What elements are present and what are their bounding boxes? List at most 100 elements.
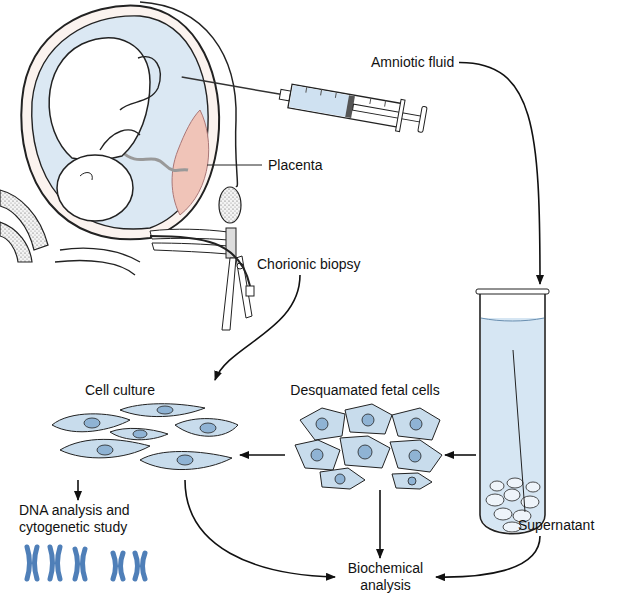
desquamated-cells: [316, 418, 328, 430]
syringe: [418, 106, 427, 132]
flow-arrow: [185, 480, 335, 577]
test-tube: [504, 489, 520, 501]
part-label: Placenta: [266, 157, 324, 174]
speculum: [222, 258, 236, 330]
desquamated-cells: [300, 408, 345, 440]
test-tube: [476, 289, 549, 534]
cultured-cells: [97, 445, 113, 455]
chromosomes: [135, 553, 145, 579]
cell-group: Desquamated fetal cells: [285, 380, 445, 490]
uterus: [32, 16, 208, 229]
desquamated-cells: [345, 404, 392, 434]
uterus: [172, 110, 209, 215]
test-tube: [480, 292, 545, 534]
cultured-cells: [120, 404, 205, 417]
pelvic-anatomy: [0, 222, 32, 262]
desquamated-cells: [392, 473, 432, 489]
desquamated-cells: [410, 418, 422, 430]
test-tube: [507, 478, 523, 488]
syringe: [370, 98, 371, 104]
uterus: [21, 6, 219, 240]
fetus: [80, 173, 92, 180]
chromosomes: [27, 547, 145, 579]
cultured-cells: [84, 418, 100, 428]
node-label: Chorionic biopsy: [257, 256, 361, 273]
speculum: [246, 286, 254, 296]
cultured-cells: [52, 414, 130, 432]
test-tube: [481, 318, 544, 321]
test-tube: [476, 289, 549, 294]
flow-arrow: [240, 454, 285, 456]
cultured-cells: [177, 455, 193, 465]
syringe: [288, 84, 402, 127]
desquamated-cells: [295, 440, 340, 470]
desquamated-cells: [390, 440, 442, 472]
cultured-cells: [84, 406, 216, 465]
chromosomes: [113, 553, 123, 579]
pelvic-anatomy: [219, 187, 241, 223]
pelvic-anatomy: [0, 2, 241, 275]
cultured-cells: [60, 439, 150, 458]
flow-arrow: [445, 454, 476, 456]
syringe: [179, 61, 428, 135]
desquamated-cells: [295, 404, 442, 489]
desquamated-cells: [311, 449, 323, 461]
chromosomes: [50, 547, 60, 579]
speculum: [150, 228, 254, 330]
flow-arrow: [459, 62, 540, 284]
placenta-leader: [207, 165, 262, 166]
cultured-cells: [110, 428, 168, 439]
syringe: [321, 89, 322, 95]
node-label: Supernatant: [518, 517, 594, 534]
cultured-cells: [52, 404, 238, 470]
node-label: Biochemical analysis: [338, 560, 433, 594]
cultured-cells: [175, 419, 238, 437]
test-tube: [481, 318, 544, 532]
fetus: [57, 155, 133, 221]
syringe: [306, 87, 307, 93]
flow-arrow: [379, 490, 381, 558]
fetus: [49, 38, 150, 160]
desquamated-cells: [358, 445, 372, 459]
fetus: [120, 57, 160, 110]
placenta-leader: [207, 165, 262, 166]
node-label: DNA analysis and cytogenetic study: [19, 502, 169, 536]
syringe: [289, 85, 350, 117]
result-node: DNA analysis and cytogenetic study: [15, 500, 200, 585]
cultured-cells: [157, 406, 173, 414]
chromosomes: [27, 547, 37, 579]
uterus: [21, 6, 219, 240]
flow-arrow: [436, 536, 540, 577]
desquamated-cells: [340, 436, 390, 468]
syringe: [385, 101, 386, 107]
syringe: [353, 104, 423, 122]
syringe: [396, 99, 405, 131]
speculum: [150, 236, 250, 286]
flow-arrow: [77, 480, 79, 500]
step-label: Amniotic fluid: [368, 52, 459, 73]
fetus: [100, 130, 140, 150]
cell-group: Cell culture: [45, 380, 240, 480]
step-label: Chorionic biopsy: [254, 254, 365, 275]
test-tube: [513, 350, 525, 512]
syringe: [335, 92, 336, 98]
syringe: [182, 77, 282, 95]
pelvic-anatomy: [60, 248, 140, 262]
desquamated-cells: [362, 414, 374, 426]
pelvic-anatomy: [55, 261, 135, 275]
flow-arrow: [215, 275, 300, 380]
tube-node: Supernatant: [476, 284, 626, 536]
node-label: Cell culture: [85, 382, 155, 399]
fetus: [49, 38, 188, 221]
test-tube: [494, 508, 512, 520]
chromosomes: [75, 549, 85, 579]
desquamated-cells: [392, 408, 440, 440]
desquamated-cells: [409, 450, 421, 462]
test-tube: [490, 481, 504, 491]
desquamated-cells: [408, 477, 416, 485]
desquamated-cells: [311, 414, 422, 485]
cultured-cells: [140, 452, 232, 470]
desquamated-cells: [335, 474, 345, 484]
cultured-cells: [200, 423, 216, 433]
